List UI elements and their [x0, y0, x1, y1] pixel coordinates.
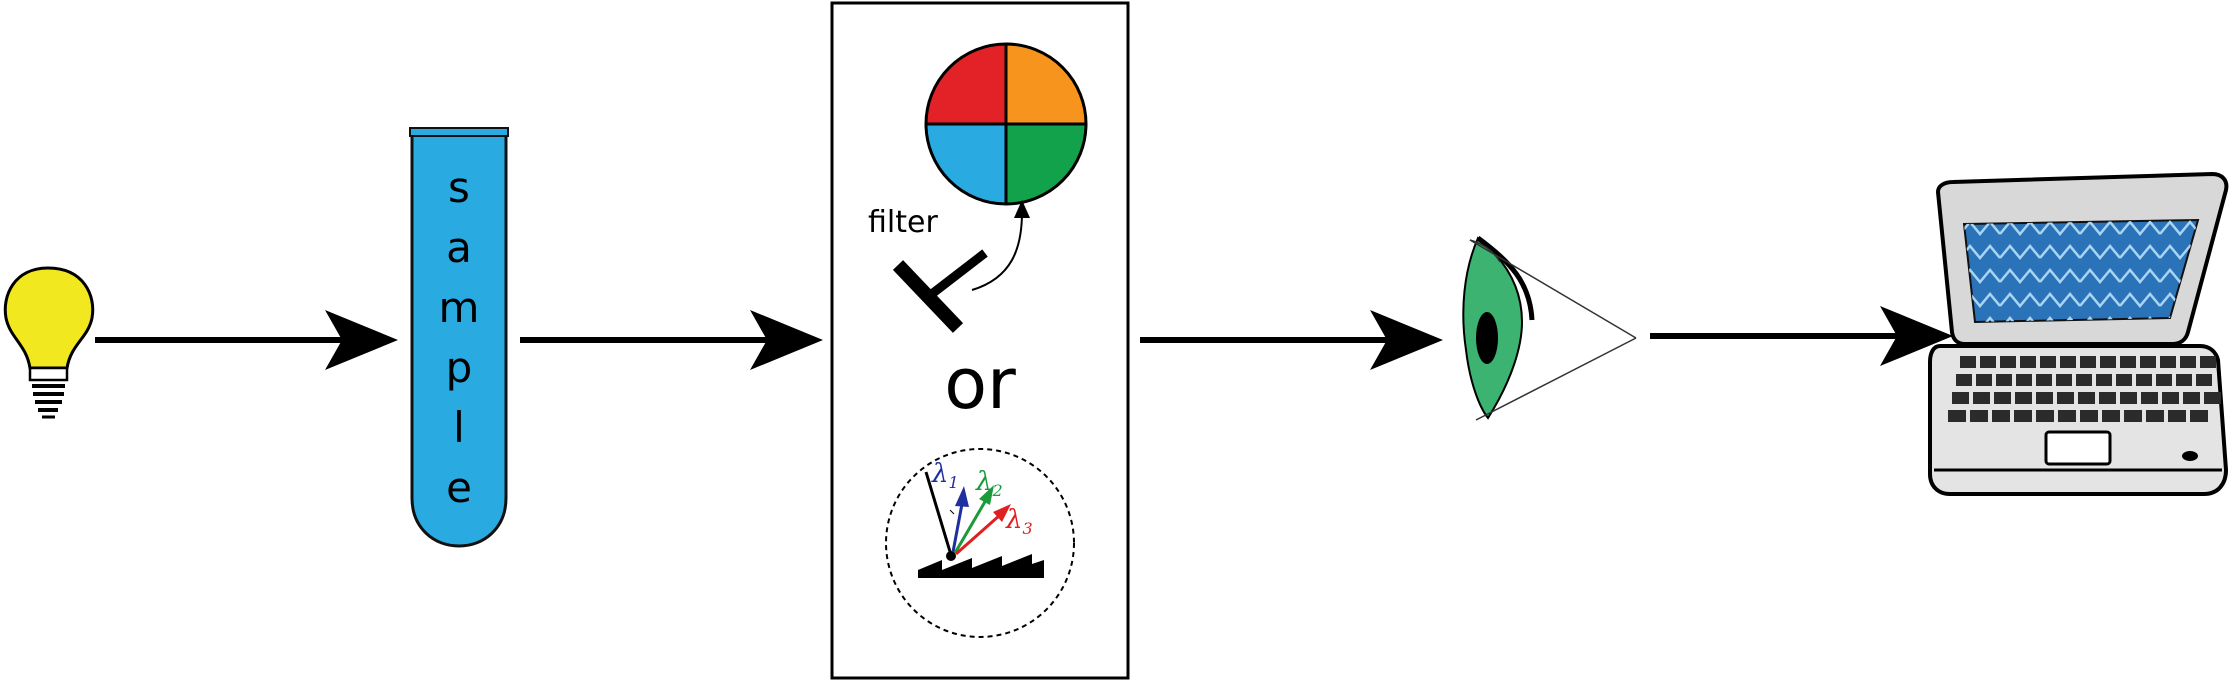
- laptop-key: [1948, 410, 1966, 422]
- grating-circle: [885, 448, 1075, 638]
- laptop-key: [2141, 392, 2158, 404]
- laptop-key: [2176, 374, 2192, 386]
- lambda-2-label: λ2: [975, 467, 1003, 500]
- laptop-key: [2096, 374, 2112, 386]
- sample-letter: p: [446, 343, 473, 392]
- grating-surface: [918, 554, 1044, 578]
- laptop-key: [1952, 392, 1969, 404]
- sample-letter: m: [439, 283, 480, 332]
- filter-holder-icon: [892, 249, 988, 333]
- wheel-red: [926, 44, 1006, 124]
- laptop-key: [1994, 392, 2011, 404]
- laptop-key: [2160, 356, 2176, 368]
- laptop-key: [2014, 410, 2032, 422]
- wheel-orange: [1006, 44, 1086, 124]
- laptop-key: [1970, 410, 1988, 422]
- laptop-key: [2080, 410, 2098, 422]
- laptop-power-light: [2182, 451, 2198, 461]
- laptop-key: [2116, 374, 2132, 386]
- laptop-key: [2136, 374, 2152, 386]
- diffraction-grating-icon: λ1 λ2 λ3: [885, 448, 1075, 638]
- laptop-key: [2000, 356, 2016, 368]
- lambda-1-label: λ1: [931, 459, 959, 492]
- laptop-key: [1996, 374, 2012, 386]
- sight-line-top: [1469, 239, 1637, 339]
- laptop-key: [2124, 410, 2142, 422]
- eye-pupil: [1476, 312, 1498, 364]
- test-tube-icon: [409, 127, 509, 548]
- arrow-detector-to-computer: [1650, 306, 1953, 366]
- arrow-selector-to-detector: [1140, 310, 1443, 370]
- curved-arrow: [971, 200, 1030, 291]
- tube-body: [410, 130, 508, 548]
- laptop-key: [2140, 356, 2156, 368]
- laptop-key: [2102, 410, 2120, 422]
- laptop-key: [1973, 392, 1990, 404]
- laptop-key: [2120, 356, 2136, 368]
- laptop-key: [2020, 356, 2036, 368]
- sample-letter: l: [453, 403, 465, 452]
- sample-letter: s: [448, 163, 470, 212]
- bulb-base: [28, 366, 69, 419]
- laptop-key: [2036, 392, 2053, 404]
- laptop-key: [2168, 410, 2186, 422]
- ray-lambda-2: [953, 485, 994, 554]
- filter-wheel-icon: [924, 42, 1088, 206]
- laptop-key: [2036, 374, 2052, 386]
- ray-lambda-1: [951, 486, 969, 553]
- laptop-key: [2100, 356, 2116, 368]
- laptop-key: [2040, 356, 2056, 368]
- laptop-key: [2204, 392, 2221, 404]
- laptop-key: [2200, 356, 2216, 368]
- laptop-key: [2196, 374, 2212, 386]
- laptop-key: [1992, 410, 2010, 422]
- laptop-key: [1980, 356, 1996, 368]
- laptop-key: [2146, 410, 2164, 422]
- ray-lambda-3: [955, 504, 1011, 556]
- light-bulb-icon: [3, 266, 95, 419]
- laptop-keyboard: [1948, 356, 2221, 422]
- wheel-green: [1006, 124, 1086, 204]
- laptop-key: [2056, 374, 2072, 386]
- sample-label: s a m p l e: [439, 163, 480, 512]
- laptop-key: [2080, 356, 2096, 368]
- laptop-key: [2190, 410, 2208, 422]
- sample-letter: a: [446, 223, 472, 272]
- laptop-key: [2015, 392, 2032, 404]
- arrow-sample-to-selector: [520, 310, 823, 370]
- laptop-key: [2183, 392, 2200, 404]
- laptop-key: [1976, 374, 1992, 386]
- filter-label: filter: [868, 205, 938, 240]
- laptop-icon: [1928, 171, 2229, 496]
- laptop-key: [1956, 374, 1972, 386]
- wheel-blue: [926, 124, 1006, 204]
- laptop-key: [2180, 356, 2196, 368]
- laptop-key: [1960, 356, 1976, 368]
- or-label: or: [944, 343, 1016, 425]
- lambda-3-label: λ3: [1005, 505, 1033, 538]
- incident-ray: [924, 471, 953, 556]
- sample-letter: e: [446, 463, 472, 512]
- laptop-key: [2156, 374, 2172, 386]
- sight-line-bottom: [1475, 337, 1637, 421]
- laptop-key: [2078, 392, 2095, 404]
- laptop-key: [2076, 374, 2092, 386]
- laptop-key: [2036, 410, 2054, 422]
- laptop-key: [2058, 410, 2076, 422]
- laptop-key: [2016, 374, 2032, 386]
- arrow-light-to-sample: [95, 310, 398, 370]
- laptop-key: [2060, 356, 2076, 368]
- laptop-key: [2120, 392, 2137, 404]
- bulb-glass: [3, 266, 95, 370]
- laptop-key: [2162, 392, 2179, 404]
- eye-icon: [1462, 236, 1637, 421]
- laptop-key: [2099, 392, 2116, 404]
- laptop-trackpad: [2044, 430, 2112, 466]
- laptop-key: [2057, 392, 2074, 404]
